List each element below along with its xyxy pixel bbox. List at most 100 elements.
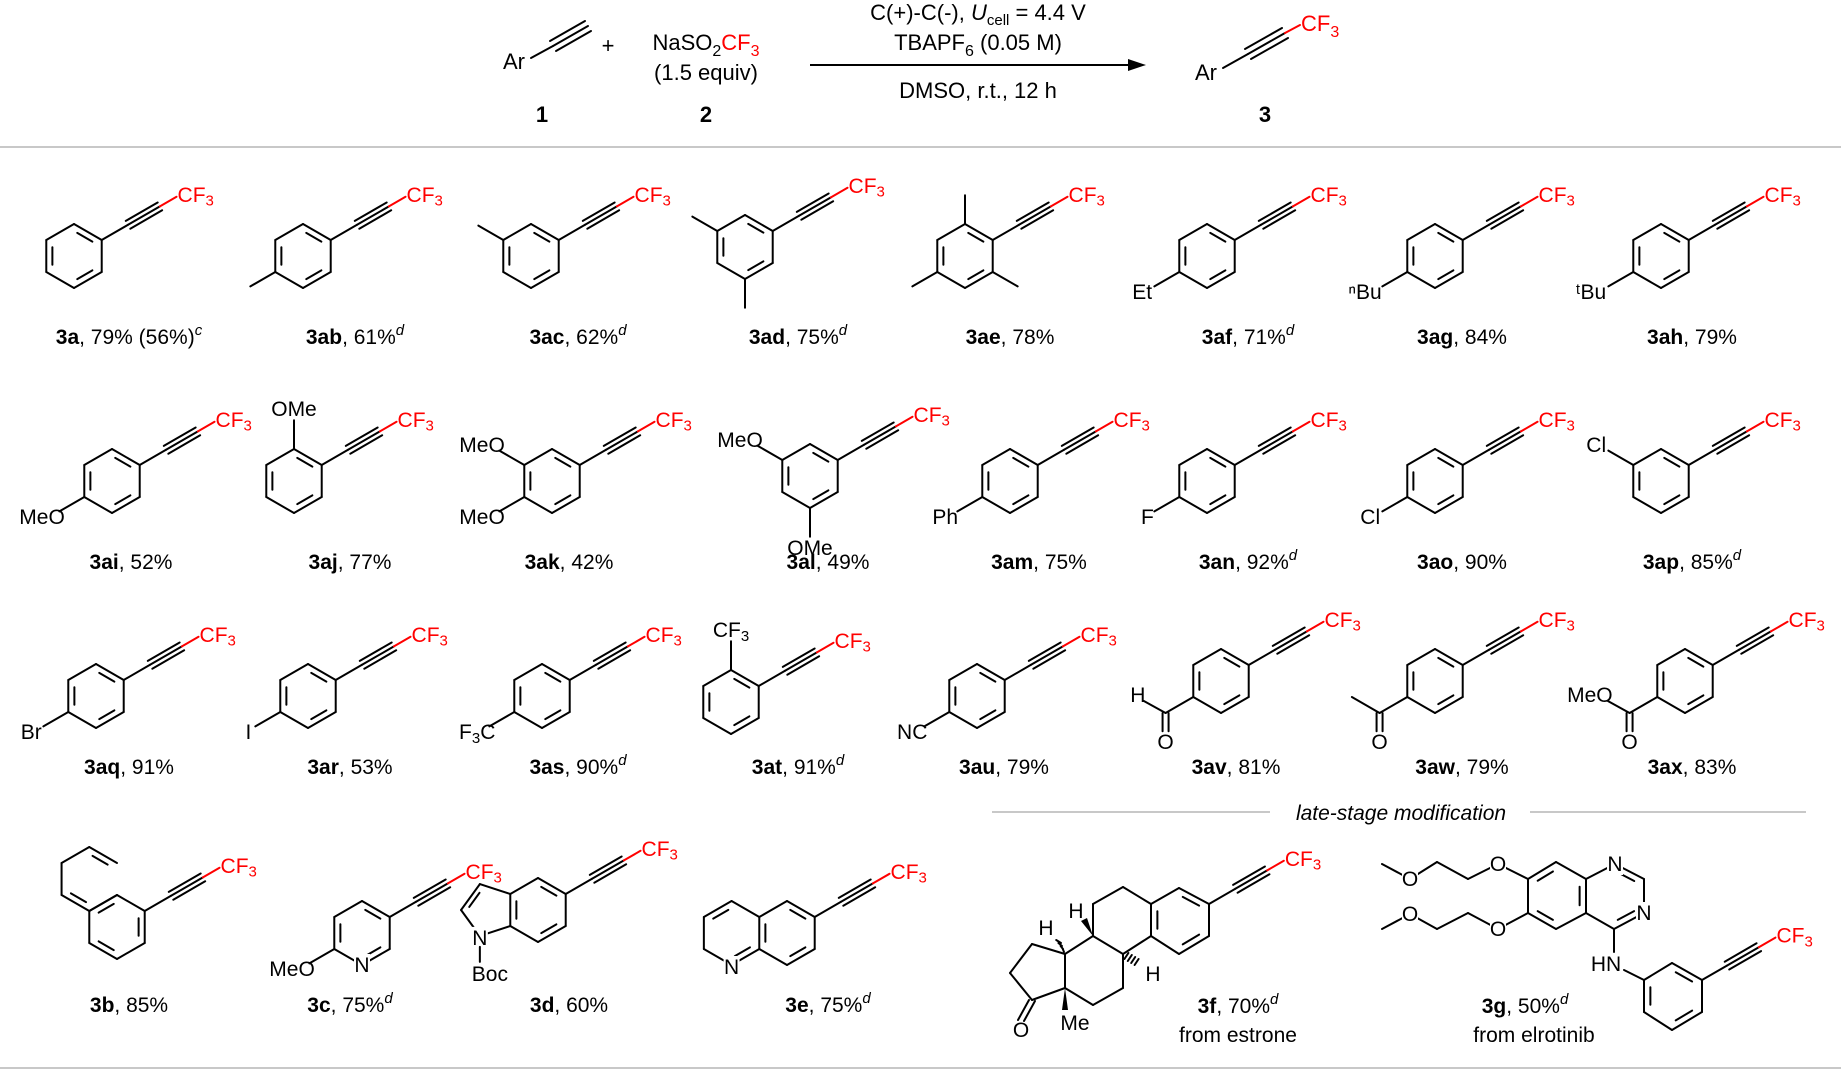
compound-caption: 3au, 79%: [959, 756, 1049, 779]
ring: [948, 663, 1006, 729]
hash-bond: [1126, 954, 1133, 962]
compound-caption: 3ah, 79%: [1647, 326, 1737, 349]
bond: [60, 894, 91, 913]
atom-label-background: [354, 954, 370, 976]
compound-yield: , 85%: [1679, 551, 1733, 574]
bond: [578, 448, 608, 466]
triple-bond-line: [344, 426, 379, 447]
cf3-label: CF3: [1325, 608, 1361, 634]
triple-bond-line: [1716, 434, 1751, 455]
bond: [557, 223, 587, 241]
triple-bond-line: [781, 647, 816, 668]
compound-yield: , 83%: [1683, 756, 1737, 779]
cf3-bond: [1745, 420, 1765, 433]
bond: [1555, 912, 1587, 930]
compound-caption: 3ap, 85%d: [1643, 547, 1742, 574]
cf3-label: CF3: [891, 860, 927, 886]
compound-caption: 3a, 79% (56%)c: [56, 322, 203, 349]
substituent-label: I: [245, 720, 251, 743]
bond: [1660, 271, 1690, 289]
bond: [111, 448, 141, 466]
triple-bond-line: [1735, 626, 1770, 647]
bond: [1660, 448, 1690, 466]
double-bond-line: [76, 231, 94, 243]
bond: [1671, 1011, 1703, 1031]
bond: [1192, 696, 1222, 714]
cf3-label: CF3: [1311, 183, 1347, 209]
compound-yield: , 50%: [1506, 995, 1560, 1018]
compound-caption: 3ar, 53%: [307, 756, 392, 779]
compound-yield: , 79%: [1683, 326, 1737, 349]
bond: [1009, 496, 1039, 514]
bond: [116, 942, 146, 960]
bond: [1164, 696, 1195, 714]
bond: [1031, 943, 1066, 955]
bond: [45, 271, 75, 289]
triple-bond-line: [1065, 434, 1100, 455]
double-bond-line: [1437, 269, 1455, 281]
compound-yield: , 71%: [1232, 326, 1286, 349]
compound-caption: 3ax, 83%: [1648, 756, 1737, 779]
triple-bond-line: [1723, 942, 1758, 963]
double-bond-line: [114, 494, 132, 506]
compound-id: 3ar: [307, 756, 339, 779]
hash-bond: [1133, 958, 1140, 966]
cf3-label: CF3: [216, 408, 252, 434]
compound-id: 3ag: [1417, 326, 1453, 349]
trifluoropropynyl-group: CF3: [1687, 408, 1801, 466]
trifluoropropynyl-group: CF3: [771, 174, 885, 232]
cf3-bond: [1291, 195, 1311, 208]
compound-caption: 3aq, 91%: [84, 756, 174, 779]
compound-id: 3at: [752, 756, 782, 779]
cf3-label: CF3: [1069, 183, 1105, 209]
double-bond-line: [305, 231, 323, 243]
triple-bond-line: [1490, 209, 1525, 230]
substituent-bond: [923, 711, 951, 728]
compound-caption: 3f, 70%d: [1198, 991, 1279, 1018]
double-bond-line: [1663, 269, 1681, 281]
triple-bond-line: [1740, 634, 1775, 655]
bond: [537, 877, 567, 895]
bond: [1684, 648, 1714, 666]
bond: [513, 711, 543, 729]
compound-id: 3af: [1202, 326, 1233, 349]
cf3-bond: [626, 635, 646, 648]
bond: [361, 900, 391, 918]
footnote-marker: d: [862, 990, 871, 1007]
ring: [781, 443, 839, 509]
bond: [1461, 648, 1491, 666]
triple-bond-line: [584, 205, 618, 226]
reactant-number: 1: [536, 102, 548, 127]
trifluoropropynyl-group: CF3: [813, 860, 927, 918]
compound-yield: , 92%: [1235, 551, 1289, 574]
bond: [307, 711, 337, 729]
cf3-bond: [622, 849, 642, 862]
double-bond-line: [1012, 456, 1030, 468]
ring: [274, 223, 332, 289]
trifluoropropynyl-group: CF3: [578, 408, 692, 466]
bond: [83, 496, 113, 514]
footnote-marker: d: [1270, 991, 1279, 1008]
bond: [1623, 969, 1645, 981]
double-bond-line: [789, 946, 807, 958]
double-bond-line: [747, 222, 765, 234]
triple-bond-line: [1711, 426, 1746, 447]
triple-bond-line: [165, 430, 199, 451]
bond: [1178, 935, 1210, 955]
double-bond-line: [1536, 910, 1554, 921]
triple-bond-line: [1490, 634, 1525, 655]
triple-bond-line: [358, 209, 393, 230]
bond: [1434, 648, 1464, 666]
reagent-formula: NaSO2CF3: [652, 30, 759, 60]
atom-label-background: [1490, 918, 1506, 940]
compound-caption: 3c, 75%d: [307, 990, 393, 1017]
triple-bond-line: [1485, 201, 1520, 222]
hydrogen-label: H: [1038, 917, 1053, 940]
bond: [716, 214, 746, 232]
substituent-label: MeO: [459, 505, 505, 528]
oxygen-label: O: [1157, 731, 1173, 754]
